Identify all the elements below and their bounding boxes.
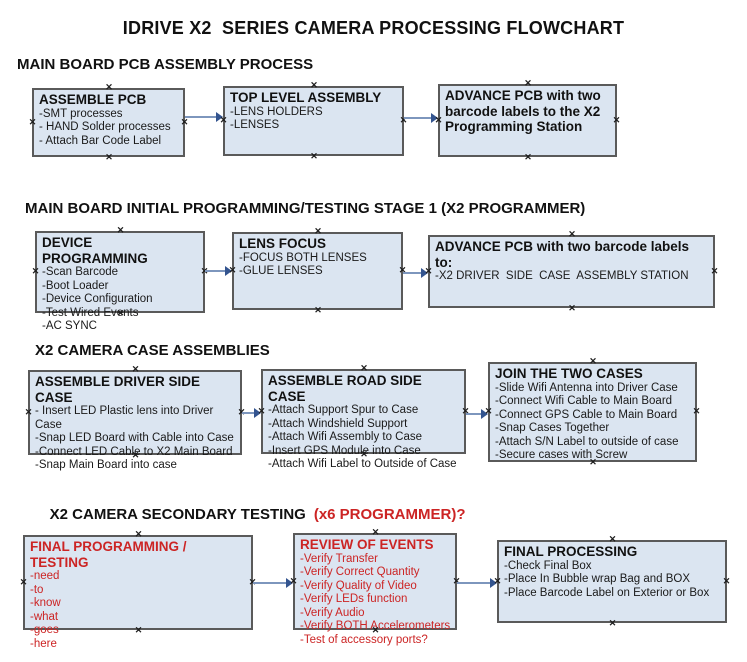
flow-arrow	[185, 112, 223, 122]
box-title: FINAL PROCESSING	[504, 544, 638, 559]
box-items: -FOCUS BOTH LENSES -GLUE LENSES	[239, 251, 367, 278]
box-lens-focus: LENS FOCUS -FOCUS BOTH LENSES -GLUE LENS…	[232, 232, 403, 310]
box-title: ASSEMBLE DRIVER SIDE CASE	[35, 374, 201, 405]
box-items: -need -to -know -what -goes -here	[30, 570, 61, 650]
box-title: DEVICE PROGRAMMING	[42, 235, 148, 266]
section-heading-red-text: (x6 PROGRAMMER)?	[313, 506, 466, 523]
box-title: TOP LEVEL ASSEMBLY	[230, 90, 382, 105]
flow-arrow	[253, 578, 293, 588]
section-heading-initial-programming: MAIN BOARD INITIAL PROGRAMMING/TESTING S…	[25, 200, 586, 217]
arrow-line	[404, 117, 433, 119]
arrow-line	[185, 116, 218, 118]
box-review-of-events: REVIEW OF EVENTS -Verify Transfer -Verif…	[293, 533, 457, 646]
connection-handle-icon	[692, 407, 701, 416]
connection-handle-icon	[131, 365, 140, 374]
box-title: JOIN THE TWO CASES	[495, 366, 643, 381]
arrow-line	[466, 413, 483, 415]
arrow-head-icon	[490, 578, 497, 588]
arrow-head-icon	[421, 268, 428, 278]
box-items: -Check Final Box -Place In Bubble wrap B…	[504, 559, 710, 599]
flow-arrow	[466, 409, 488, 419]
connection-handle-icon	[310, 81, 319, 90]
box-title: ADVANCE PCB with two barcode labels to:	[435, 239, 690, 270]
box-assemble-pcb: ASSEMBLE PCB -SMT processes - HAND Solde…	[32, 88, 185, 157]
connection-handle-icon	[116, 226, 125, 235]
box-top-level-assembly: TOP LEVEL ASSEMBLY -LENS HOLDERS -LENSES	[223, 86, 404, 156]
box-title: LENS FOCUS	[239, 236, 327, 251]
section-heading-text: X2 CAMERA SECONDARY TESTING	[49, 506, 306, 523]
section-heading-secondary-testing: X2 CAMERA SECONDARY TESTING (x6 PROGRAMME…	[33, 489, 466, 540]
box-items: -LENS HOLDERS -LENSES	[230, 105, 323, 132]
connection-handle-icon	[612, 116, 621, 125]
connection-handle-icon	[608, 535, 617, 544]
box-assemble-driver-side-case: ASSEMBLE DRIVER SIDE CASE - Insert LED P…	[28, 370, 242, 471]
flow-arrow	[403, 268, 428, 278]
box-final-programming-testing: FINAL PROGRAMMING / TESTING -need -to -k…	[23, 535, 253, 650]
box-items: -X2 DRIVER SIDE CASE ASSEMBLY STATION	[435, 270, 689, 282]
arrow-line	[403, 272, 423, 274]
box-join-the-two-cases: JOIN THE TWO CASES -Slide Wifi Antenna i…	[488, 362, 697, 462]
box-title: ADVANCE PCB with two barcode labels to t…	[445, 88, 601, 134]
flow-arrow	[205, 266, 232, 276]
arrow-line	[253, 582, 288, 584]
connection-handle-icon	[710, 267, 719, 276]
connection-handle-icon	[19, 578, 28, 587]
flow-arrow	[242, 408, 261, 418]
box-items: -Scan Barcode -Boot Loader -Device Confi…	[42, 266, 153, 332]
connection-handle-icon	[568, 304, 577, 313]
box-items: -Verify Transfer -Verify Correct Quantit…	[300, 552, 451, 646]
arrow-line	[242, 412, 256, 414]
connection-handle-icon	[568, 230, 577, 239]
arrow-head-icon	[216, 112, 223, 122]
connection-handle-icon	[360, 364, 369, 373]
box-title: ASSEMBLE ROAD SIDE CASE	[268, 373, 422, 404]
connection-handle-icon	[31, 267, 40, 276]
section-heading-case-assemblies: X2 CAMERA CASE ASSEMBLIES	[35, 342, 270, 359]
section-heading-pcb-assembly: MAIN BOARD PCB ASSEMBLY PROCESS	[17, 56, 314, 73]
arrow-head-icon	[286, 578, 293, 588]
arrow-line	[205, 270, 227, 272]
box-items: -Attach Support Spur to Case -Attach Win…	[268, 404, 457, 470]
connection-handle-icon	[608, 619, 617, 628]
flow-arrow	[457, 578, 497, 588]
box-advance-pcb-programming-station: ADVANCE PCB with two barcode labels to t…	[438, 84, 617, 157]
connection-handle-icon	[310, 152, 319, 161]
arrow-head-icon	[254, 408, 261, 418]
connection-handle-icon	[105, 83, 114, 92]
arrow-head-icon	[225, 266, 232, 276]
flow-arrow	[404, 113, 438, 123]
connection-handle-icon	[314, 227, 323, 236]
box-items: -Slide Wifi Antenna into Driver Case -Co…	[495, 381, 679, 462]
box-title: FINAL PROGRAMMING / TESTING	[30, 539, 187, 570]
box-advance-pcb-driver-side-station: ADVANCE PCB with two barcode labels to: …	[428, 235, 715, 308]
connection-handle-icon	[524, 79, 533, 88]
connection-handle-icon	[24, 408, 33, 417]
box-title: ASSEMBLE PCB	[39, 92, 147, 107]
box-items: -SMT processes - HAND Solder processes -…	[39, 107, 171, 147]
connection-handle-icon	[722, 577, 731, 586]
box-title: REVIEW OF EVENTS	[300, 537, 434, 552]
connection-handle-icon	[105, 153, 114, 162]
page-title: IDRIVE X2 SERIES CAMERA PROCESSING FLOWC…	[122, 18, 625, 38]
arrow-head-icon	[431, 113, 438, 123]
box-final-processing: FINAL PROCESSING -Check Final Box -Place…	[497, 540, 727, 623]
box-items: - Insert LED Plastic lens into Driver Ca…	[35, 405, 234, 471]
arrow-line	[457, 582, 492, 584]
arrow-head-icon	[481, 409, 488, 419]
box-assemble-road-side-case: ASSEMBLE ROAD SIDE CASE -Attach Support …	[261, 369, 466, 470]
box-device-programming: DEVICE PROGRAMMING -Scan Barcode -Boot L…	[35, 231, 205, 332]
connection-handle-icon	[314, 306, 323, 315]
connection-handle-icon	[28, 118, 37, 127]
connection-handle-icon	[589, 357, 598, 366]
connection-handle-icon	[524, 153, 533, 162]
